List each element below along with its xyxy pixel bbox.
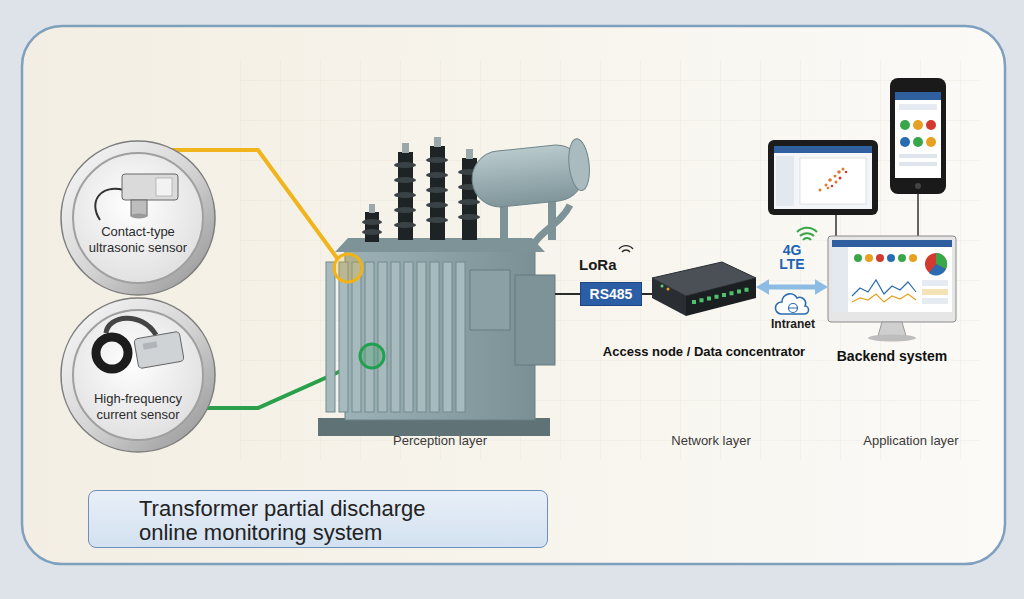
connector-line [642,294,652,295]
connector-arrow [756,279,828,295]
concentrator-device: Access node / Data concentrator [652,256,756,318]
system-label: Backend system [812,348,972,364]
diagram-title: Transformer partial discharge online mon… [139,497,469,545]
sensor-circle-art [60,297,216,453]
interface-name: RS485 [581,283,641,305]
network-label: Intranet [703,317,883,331]
phone-illustration [890,78,946,238]
outer-panel [22,26,1005,564]
cable [555,293,580,295]
layer-label: Network layer [621,433,801,448]
sensor-name: High-frequency current sensor [78,391,198,423]
edge-label: 4G LTE [775,243,809,271]
cloud-symbol [775,294,808,314]
layer-label: Perception layer [350,433,530,448]
backend-monitor: Backend system [828,236,956,342]
arrow-head [756,279,769,295]
device-label: Access node / Data concentrator [584,344,824,359]
concentrator-device-art [652,256,756,318]
transformer-illustration [318,137,592,436]
interface-box: LoRaRS485 [580,282,642,306]
sensor-circle: Contact-type ultrasonic sensor [60,140,216,296]
sensor-circle: High-frequency current sensor [60,297,216,453]
grid [240,60,980,460]
signal-symbol [797,228,817,240]
protocol-name: LoRa [579,256,617,273]
backend-monitor-art [828,236,956,342]
sensor-circle-art [60,140,216,296]
tablet-illustration [768,140,878,238]
title-box: Transformer partial discharge online mon… [88,490,548,548]
connector-stroke [642,293,652,295]
radio-symbol [619,246,633,252]
sensor-name: Contact-type ultrasonic sensor [78,224,198,256]
layer-label: Application layer [821,433,1001,448]
arrow-head [815,279,828,295]
hfct-mount-marker [360,344,384,368]
connector-stroke [766,285,817,290]
ultrasonic-mount-marker [334,254,362,282]
